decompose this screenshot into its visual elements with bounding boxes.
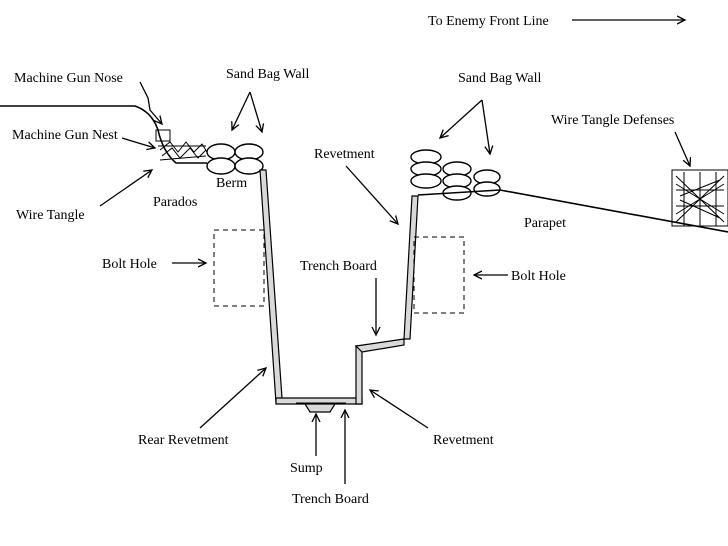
machine-gun-nose <box>155 129 171 142</box>
left-wire-tangle <box>158 141 208 161</box>
left-sand-bag-wall <box>206 143 264 175</box>
arrows <box>99 20 690 484</box>
right-sand-bag-wall <box>410 149 501 201</box>
label-berm: Berm <box>216 176 247 191</box>
sump-box <box>303 403 337 413</box>
parapet-line <box>417 189 728 233</box>
label-trench-board-mid: Trench Board <box>300 259 377 274</box>
label-bolt-hole-left: Bolt Hole <box>102 257 157 272</box>
label-revetment-top: Revetment <box>314 147 375 162</box>
label-machine-gun-nest: Machine Gun Nest <box>12 128 118 143</box>
wire-tangle-defenses <box>671 169 728 227</box>
label-parados: Parados <box>153 195 197 210</box>
label-machine-gun-nose: Machine Gun Nose <box>14 71 123 86</box>
label-parapet: Parapet <box>524 216 566 231</box>
right-bolt-hole <box>413 236 465 314</box>
left-bolt-hole <box>213 229 265 307</box>
label-sump: Sump <box>290 461 323 476</box>
label-wire-tangle-defenses: Wire Tangle Defenses <box>551 113 674 128</box>
label-sand-bag-wall-right: Sand Bag Wall <box>458 71 541 86</box>
label-revetment-bottom: Revetment <box>433 433 494 448</box>
trench-walls <box>259 169 419 405</box>
label-bolt-hole-right: Bolt Hole <box>511 269 566 284</box>
label-sand-bag-wall-left: Sand Bag Wall <box>226 67 309 82</box>
label-rear-revetment: Rear Revetment <box>138 433 229 448</box>
label-wire-tangle: Wire Tangle <box>16 208 85 223</box>
label-trench-board-bottom: Trench Board <box>292 492 369 507</box>
label-enemy-front-line: To Enemy Front Line <box>428 14 549 29</box>
